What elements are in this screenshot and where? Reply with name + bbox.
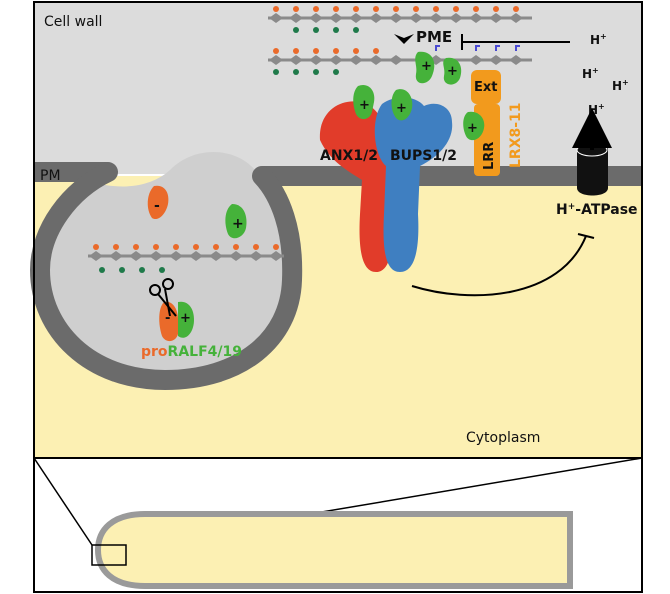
ralf-peptide-free: [225, 204, 247, 239]
ralf-charge-lrx: +: [467, 121, 478, 136]
lrr-label: LRR: [482, 142, 497, 170]
prorafl-charge-minus: -: [165, 311, 170, 326]
prorafl-ralf-part: [178, 301, 194, 338]
ext-label: Ext: [474, 80, 497, 95]
pme-arrowhead: [394, 34, 414, 44]
receptor-inhibits-atpase: [411, 235, 587, 297]
ralf-peptide-pme-1: [415, 51, 435, 84]
anx-label: ANX1/2: [320, 148, 378, 164]
svg-text:H+: H+: [582, 66, 599, 81]
bups-receptor: [374, 97, 453, 272]
ralf-charge-pme-1: +: [421, 59, 432, 74]
lrx-ext-domain: [471, 70, 501, 104]
zoom-line-top: [33, 457, 93, 546]
cytoplasm-label: Cytoplasm: [466, 430, 540, 446]
ralf-peptide-pme-2: [443, 57, 462, 85]
ralf-on-anx: [353, 84, 375, 120]
pme-label: PME: [416, 28, 452, 46]
pectin-chain-middle: [268, 45, 532, 75]
svg-text:H+: H+: [590, 32, 607, 47]
vesicle-membrane: [29, 162, 303, 391]
bups-label: BUPS1/2: [390, 148, 457, 164]
pectin-chain-vesicle: [88, 244, 284, 273]
pollen-tube: [94, 511, 573, 589]
lrx-label: LRX8-11: [508, 102, 524, 168]
ralf-charge-pme-2: +: [447, 64, 458, 79]
ralf-on-bups: [391, 89, 413, 121]
pro-charge-free: -: [154, 198, 160, 214]
prorafl-charge-plus: +: [180, 311, 191, 326]
cell-wall-label: Cell wall: [44, 14, 102, 30]
scissors-icon: [149, 278, 177, 317]
pm-label: PM: [40, 168, 61, 184]
h-atpase-label: H+-ATPase: [556, 202, 638, 218]
svg-text:H+: H+: [612, 78, 629, 93]
receptor-inhibits-atpase-bar: [577, 233, 595, 239]
pectin-chain-top: [268, 6, 532, 33]
ralf-charge-anx: +: [359, 98, 370, 113]
proralf-label: proRALF4/19: [141, 344, 242, 360]
ralf-charge-free: +: [232, 216, 244, 232]
anx-receptor: [319, 101, 393, 272]
ralf-on-lrx: [463, 111, 485, 141]
ralf-charge-bups: +: [396, 101, 407, 116]
pro-peptide-free: [147, 185, 169, 220]
vesicle-lumen: [45, 152, 290, 371]
zoom-box: [91, 544, 127, 566]
